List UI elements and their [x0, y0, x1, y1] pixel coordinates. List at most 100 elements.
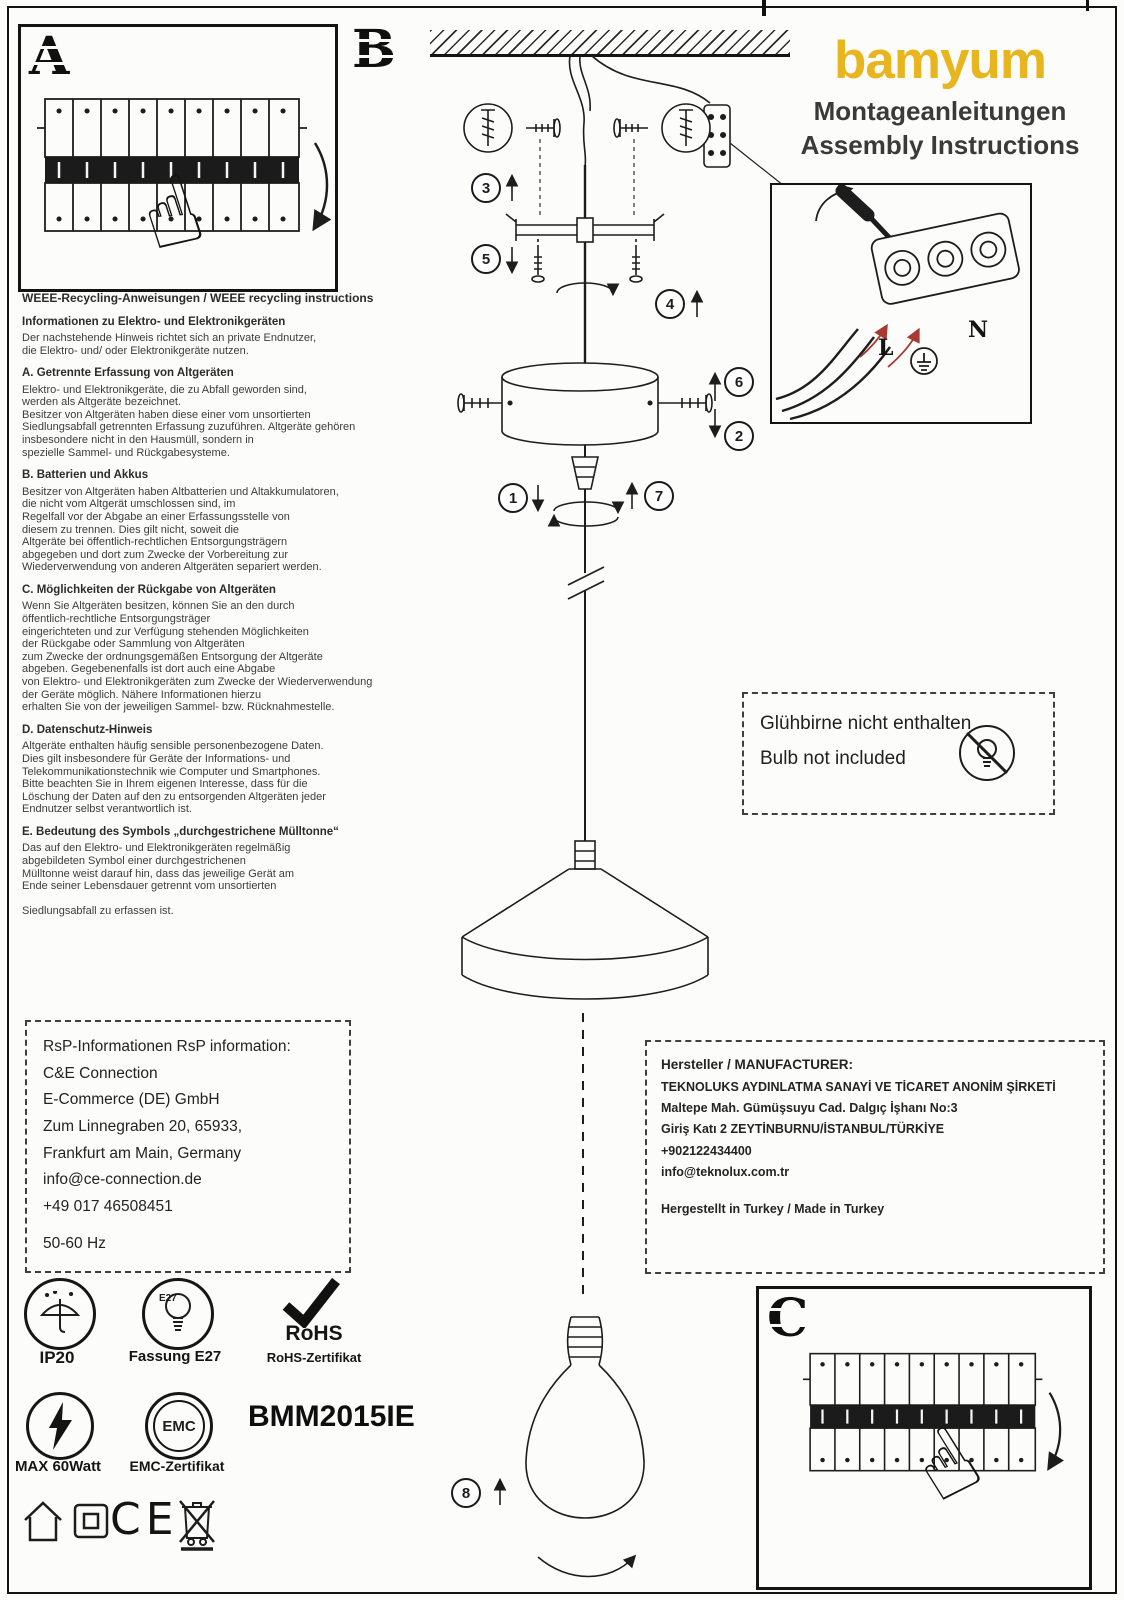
brand-logo: bamyum: [834, 31, 1047, 90]
step-circle-7: 7: [644, 481, 674, 511]
rsp-line: info@ce-connection.de: [43, 1171, 202, 1189]
weee-body-1: Elektro- und Elektronikgeräte, die zu Ab…: [22, 383, 356, 459]
manufacturer-line: +902122434400: [661, 1143, 752, 1158]
ce-mark: CE: [110, 1494, 179, 1545]
step-circle-6: 6: [724, 367, 754, 397]
manufacturer-line: TEKNOLUKS AYDINLATMA SANAYİ VE TİCARET A…: [661, 1079, 1056, 1094]
panel-b-letter: B: [352, 19, 396, 80]
e27-icon-text: E27: [159, 1293, 177, 1304]
letter-stripe: [26, 62, 73, 65]
weee-heading-5: E. Bedeutung des Symbols „durchgestriche…: [22, 826, 339, 839]
ceiling-hatch: [430, 30, 790, 57]
wiring-detail-box: L N: [770, 183, 1032, 424]
panel-b-label: B: [349, 24, 399, 76]
rohs-check-icon: [282, 1277, 340, 1328]
step-circle-3: 3: [471, 173, 501, 203]
step-number: 6: [734, 373, 744, 391]
rsp-line: Zum Linnegraben 20, 65933,: [43, 1117, 243, 1135]
weee-body-0: Der nachstehende Hinweis richtet sich an…: [22, 332, 317, 357]
double-insulation-icon: [73, 1503, 109, 1539]
manufacturer-line: Giriş Katı 2 ZEYTİNBURNU/İSTANBUL/TÜRKİY…: [661, 1122, 945, 1137]
model-number: BMM2015IE: [248, 1400, 415, 1433]
step-number: 5: [481, 250, 491, 268]
step-number: 3: [481, 179, 491, 197]
step-circle-4: 4: [655, 289, 685, 319]
weee-heading-4: D. Datenschutz-Hinweis: [22, 724, 153, 737]
ip20-circle: [24, 1278, 96, 1350]
panel-a-label: A: [26, 31, 73, 83]
page-border: [7, 6, 1117, 1594]
crop-mark: [1086, 0, 1089, 11]
subtitle-de: Montageanleitungen: [813, 96, 1067, 126]
max-watt-circle: [26, 1392, 94, 1460]
terminal-block-icon: [870, 212, 1020, 305]
weee-heading-3: C. Möglichkeiten der Rückgabe von Altger…: [22, 584, 276, 597]
letter-stripe: [764, 1324, 812, 1327]
brand-block: bamyum Montageanleitungen Assembly Instr…: [790, 34, 1090, 163]
letter-stripe: [26, 46, 73, 49]
rsp-info-box: RsP-Informationen RsP information: C&E C…: [25, 1020, 351, 1273]
rsp-line: 50-60 Hz: [43, 1234, 106, 1252]
earth-symbol-icon: [910, 347, 938, 375]
weee-heading-2: B. Batterien und Akkus: [22, 469, 149, 482]
panel-c-label: C: [764, 1293, 812, 1345]
house-icon: [24, 1501, 62, 1542]
weee-heading-1: A. Getrennte Erfassung von Altgeräten: [22, 367, 234, 380]
weee-body-3: Wenn Sie Altgeräten besitzen, können Sie…: [22, 600, 373, 714]
screwdriver-icon: [835, 185, 875, 222]
terminal-l-label: L: [878, 335, 894, 361]
step-number: 4: [665, 295, 675, 313]
weee-body-2: Besitzer von Altgeräten haben Altbatteri…: [22, 485, 339, 574]
wire-direction-arrows: [859, 323, 920, 368]
rsp-line: +49 017 46508451: [43, 1197, 173, 1215]
step-circle-1: 1: [498, 483, 528, 513]
letter-stripe: [349, 55, 399, 58]
emc-inner-ring: EMC: [153, 1400, 205, 1452]
weee-bin-icon: [179, 1500, 215, 1551]
letter-stripe: [349, 39, 399, 42]
subtitle-en: Assembly Instructions: [800, 129, 1080, 160]
rohs-label: RoHS: [285, 1322, 343, 1345]
made-in-line: Hergestellt in Turkey / Made in Turkey: [661, 1202, 885, 1217]
e27-bulb-icon: [165, 1293, 191, 1331]
manufacturer-title: Hersteller / MANUFACTURER:: [661, 1057, 854, 1072]
manufacturer-box: Hersteller / MANUFACTURER: TEKNOLUKS AYD…: [645, 1040, 1105, 1274]
weee-body-5: Das auf den Elektro- und Elektronikgerät…: [22, 842, 295, 893]
wiring-detail-illustration: [775, 185, 1020, 421]
bulb-not-included-box: Glühbirne nicht enthalten Bulb not inclu…: [742, 692, 1055, 815]
weee-title: WEEE-Recycling-Anweisungen / WEEE recycl…: [22, 291, 374, 305]
emc-sub-label: EMC-Zertifikat: [129, 1458, 225, 1474]
socket-label: Fassung E27: [128, 1348, 222, 1365]
weee-body-4: Altgeräte enthalten häufig sensible pers…: [22, 740, 326, 816]
rsp-line: Frankfurt am Main, Germany: [43, 1144, 242, 1162]
manufacturer-line: info@teknolux.com.tr: [661, 1164, 790, 1179]
terminal-n-label: N: [968, 317, 989, 343]
rsp-line: RsP-Informationen RsP information:: [43, 1038, 291, 1055]
weee-footer: Siedlungsabfall zu erfassen ist.: [22, 904, 174, 917]
letter-stripe: [764, 1308, 812, 1311]
ip-rating-label: IP20: [39, 1348, 75, 1367]
panel-c: C ☝: [756, 1286, 1092, 1590]
manufacturer-line: Maltepe Mah. Gümüşsuyu Cad. Dalgıç İşhan…: [661, 1101, 958, 1116]
bulb-note-en: Bulb not included: [760, 748, 906, 770]
step-circle-8: 8: [451, 1478, 481, 1508]
e27-circle: E27: [142, 1278, 214, 1350]
crop-mark: [762, 0, 766, 16]
step-circle-5: 5: [471, 244, 501, 274]
pendant-assembly-illustration: [457, 55, 799, 1578]
step-number: 7: [654, 487, 664, 505]
bulb-note-de: Glühbirne nicht enthalten: [760, 713, 972, 734]
bulb-crossed-icon: [959, 725, 1015, 781]
panel-c-letter: C: [767, 1288, 809, 1349]
umbrella-icon: [39, 1291, 81, 1333]
emc-text: EMC: [162, 1417, 196, 1435]
emc-circle: EMC: [145, 1392, 213, 1460]
weee-recycling-text: WEEE-Recycling-Anweisungen / WEEE recycl…: [22, 291, 424, 918]
rsp-line: E-Commerce (DE) GmbH: [43, 1091, 220, 1109]
weee-heading-0: Informationen zu Elektro- und Elektronik…: [22, 315, 286, 328]
panel-a-letter: A: [29, 26, 70, 87]
rsp-line: C&E Connection: [43, 1064, 158, 1082]
max-watt-label: MAX 60Watt: [14, 1458, 102, 1475]
panel-a: A ☝: [18, 24, 338, 292]
